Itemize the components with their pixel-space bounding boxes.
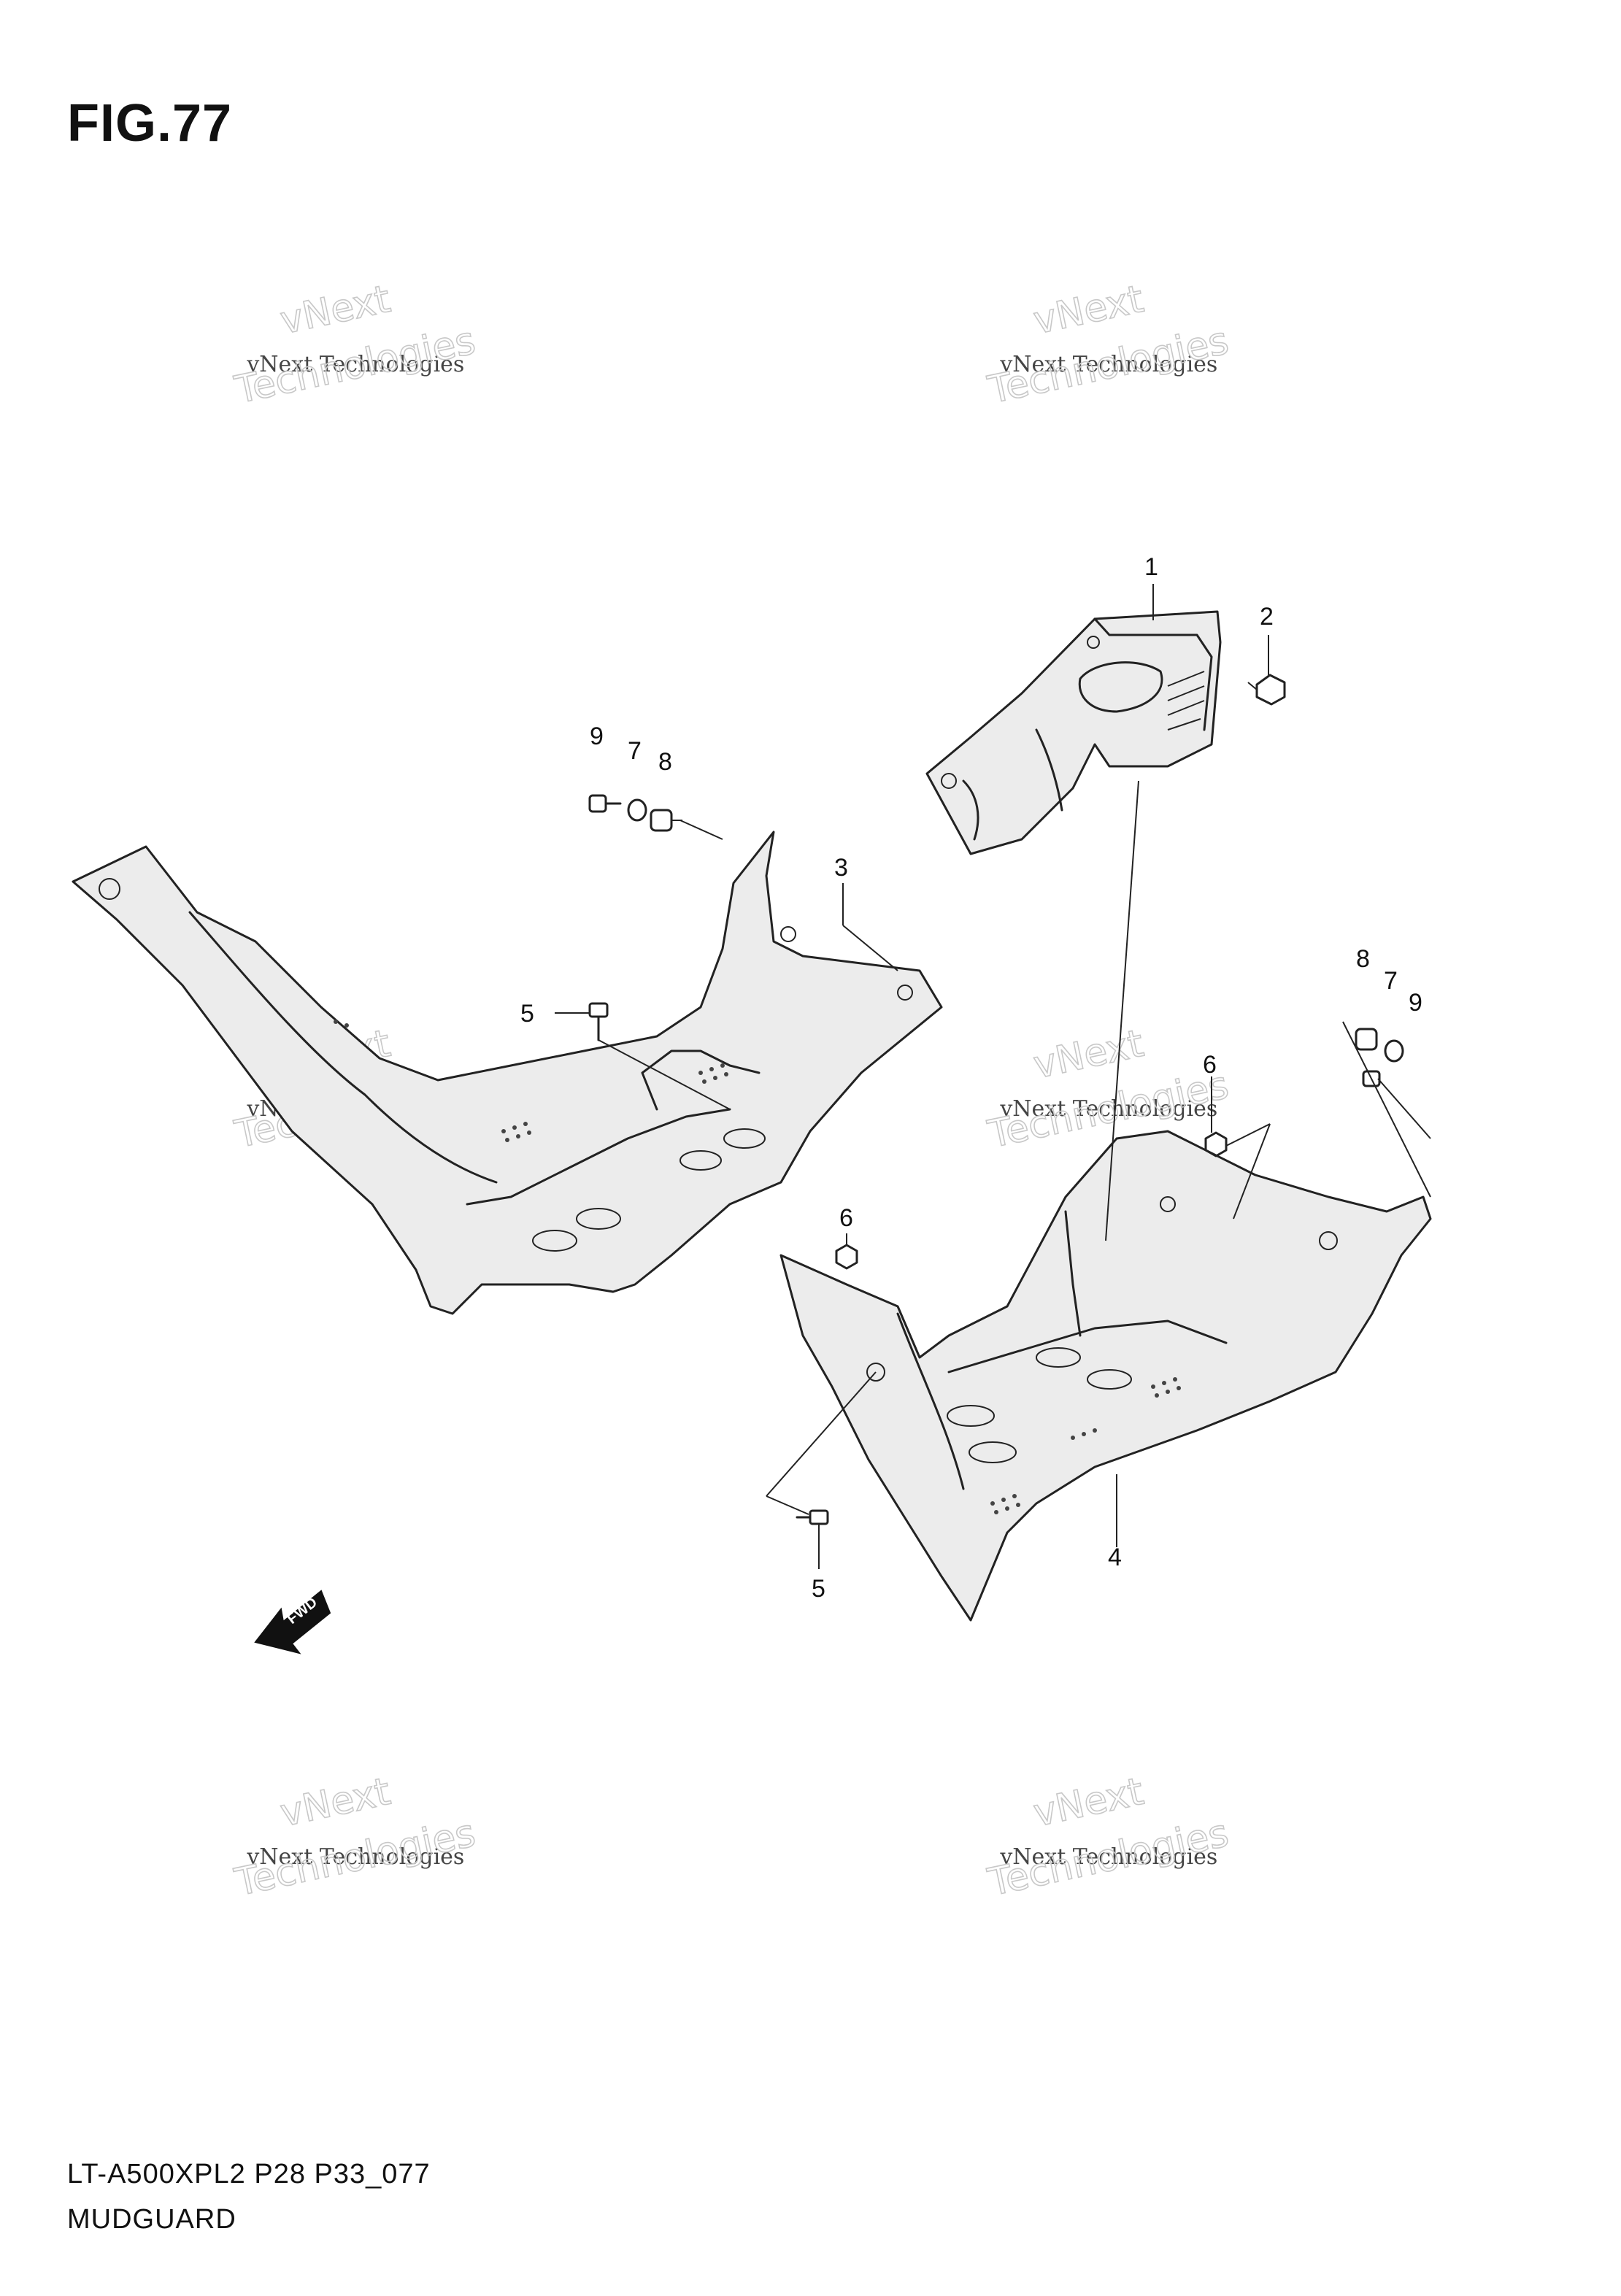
callout-1: 1 (1144, 553, 1158, 581)
figure-code: LT-A500XPL2 P28 P33_077 (67, 2159, 431, 2189)
watermark-line2: vNext Technologies (246, 352, 464, 377)
watermark-line1: vNext (1030, 1770, 1147, 1835)
fastener-7-washer-right (1384, 1039, 1404, 1063)
callout-4: 4 (1108, 1544, 1122, 1571)
watermark-line2: vNext Technologies (999, 352, 1217, 377)
callout-7-left: 7 (628, 737, 642, 765)
fastener-2-clip (1247, 674, 1286, 706)
watermark-top-right: vNext vNext Technologies Technologies (984, 277, 1233, 413)
watermark-line3: Technologies (984, 319, 1232, 412)
fastener-5-bolt-bottom (796, 1509, 829, 1525)
watermark-line3: Technologies (984, 1811, 1232, 1905)
watermark-line2: vNext Technologies (246, 1844, 464, 1870)
callout-9-left: 9 (590, 723, 604, 750)
watermark-top-left: vNext vNext Technologies Technologies (231, 277, 480, 413)
figure-name: MUDGUARD (67, 2204, 236, 2235)
fastener-6-nut-middle (835, 1244, 858, 1270)
part-3-left-floorboard (72, 831, 943, 1315)
figure-title: FIG.77 (67, 94, 233, 153)
callout-3: 3 (834, 854, 848, 882)
callout-2: 2 (1260, 603, 1274, 631)
callout-6-middle: 6 (839, 1204, 853, 1232)
callout-5-left: 5 (520, 1000, 534, 1028)
callout-6-right: 6 (1203, 1051, 1217, 1079)
callout-8-right: 8 (1356, 945, 1370, 973)
watermark-bottom-left: vNext vNext Technologies Technologies (231, 1769, 480, 1906)
fastener-7-washer-left (627, 798, 647, 822)
callout-5-bottom: 5 (812, 1575, 825, 1603)
watermark-bottom-right: vNext vNext Technologies Technologies (984, 1769, 1233, 1906)
watermark-line3: Technologies (984, 1063, 1232, 1157)
part-4-right-floorboard (779, 1130, 1432, 1622)
leader-lines (555, 584, 1431, 1569)
watermark-line2: vNext Technologies (999, 1096, 1217, 1122)
fastener-5-bolt-left (588, 1002, 609, 1041)
callout-7-right: 7 (1384, 967, 1398, 995)
fastener-9-bolt-left (588, 794, 622, 813)
callout-9-right: 9 (1409, 989, 1422, 1017)
watermark-line1: vNext (277, 277, 394, 343)
fastener-8-grommet-right (1355, 1028, 1378, 1051)
fastener-9-bolt-right (1362, 1070, 1381, 1087)
watermark-line1: vNext (1030, 277, 1147, 343)
watermark-line2: vNext Technologies (999, 1844, 1217, 1870)
fwd-arrow-icon: FWD (254, 1590, 331, 1654)
part-1-front-cover (925, 610, 1222, 855)
callouts: 1 2 3 4 5 5 6 6 7 7 8 8 9 9 (520, 553, 1422, 1603)
fastener-6-nut-right (1204, 1131, 1228, 1157)
watermark-line3: Technologies (231, 319, 479, 412)
watermark-line1: vNext (1030, 1022, 1147, 1087)
fastener-8-grommet-left (650, 809, 682, 832)
callout-8-left: 8 (658, 748, 672, 776)
watermark-line1: vNext (277, 1770, 394, 1835)
watermark-line3: Technologies (231, 1811, 479, 1905)
